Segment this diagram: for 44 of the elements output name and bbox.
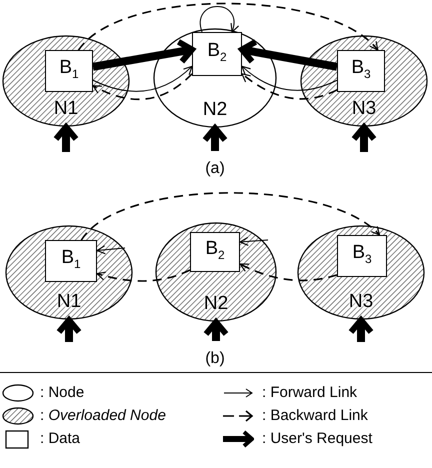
legend-text: : Forward Link <box>262 384 358 402</box>
request-arrow <box>239 38 338 71</box>
data-box <box>337 235 387 277</box>
node-ellipse <box>153 28 277 128</box>
request-arrow <box>202 125 228 151</box>
overloaded-node-ellipse <box>297 225 425 320</box>
panel-label: (a) <box>205 160 225 178</box>
request-arrow <box>203 319 229 341</box>
backward-link-arrow <box>241 73 338 100</box>
data-box <box>337 50 385 92</box>
request-arrow <box>351 124 377 152</box>
request-arrow <box>56 317 82 342</box>
data-label: B$_{1}$ <box>61 248 81 273</box>
overloaded-node-ellipse <box>300 35 428 127</box>
legend-text: : Node <box>40 384 84 402</box>
backward-link-arrow <box>92 73 193 100</box>
request-arrow <box>348 317 374 342</box>
legend-text: : Backward Link <box>262 407 368 425</box>
data-label: B$_{2}$ <box>205 239 225 264</box>
data-label: B$_{1}$ <box>59 58 79 83</box>
legend-text: : Data <box>40 430 80 448</box>
data-label: B$_{3}$ <box>352 243 372 268</box>
panel-label: (b) <box>205 350 225 368</box>
backward-link-arrow <box>239 263 338 282</box>
overloaded-node-ellipse <box>155 222 277 322</box>
data-box <box>45 50 93 92</box>
request-arrow <box>92 38 195 71</box>
forward-link-arrow <box>241 66 338 91</box>
overloaded-node-ellipse <box>2 35 130 127</box>
forward-link-arrow <box>200 6 238 33</box>
overloaded-node-ellipse <box>5 225 133 320</box>
data-box <box>45 240 97 282</box>
node-label: N2 <box>202 99 228 120</box>
forward-link-arrow <box>239 236 268 246</box>
forward-link-arrow <box>96 245 126 254</box>
legend-text: : Overloaded Node <box>40 407 166 425</box>
legend-text: : User's Request <box>262 430 372 448</box>
data-label: B$_{2}$ <box>207 41 227 66</box>
data-box <box>190 232 240 272</box>
backward-link-arrow <box>80 192 380 241</box>
data-label: B$_{3}$ <box>351 58 371 83</box>
data-box <box>192 32 242 76</box>
request-arrow <box>53 124 79 152</box>
forward-link-arrow <box>92 66 193 92</box>
